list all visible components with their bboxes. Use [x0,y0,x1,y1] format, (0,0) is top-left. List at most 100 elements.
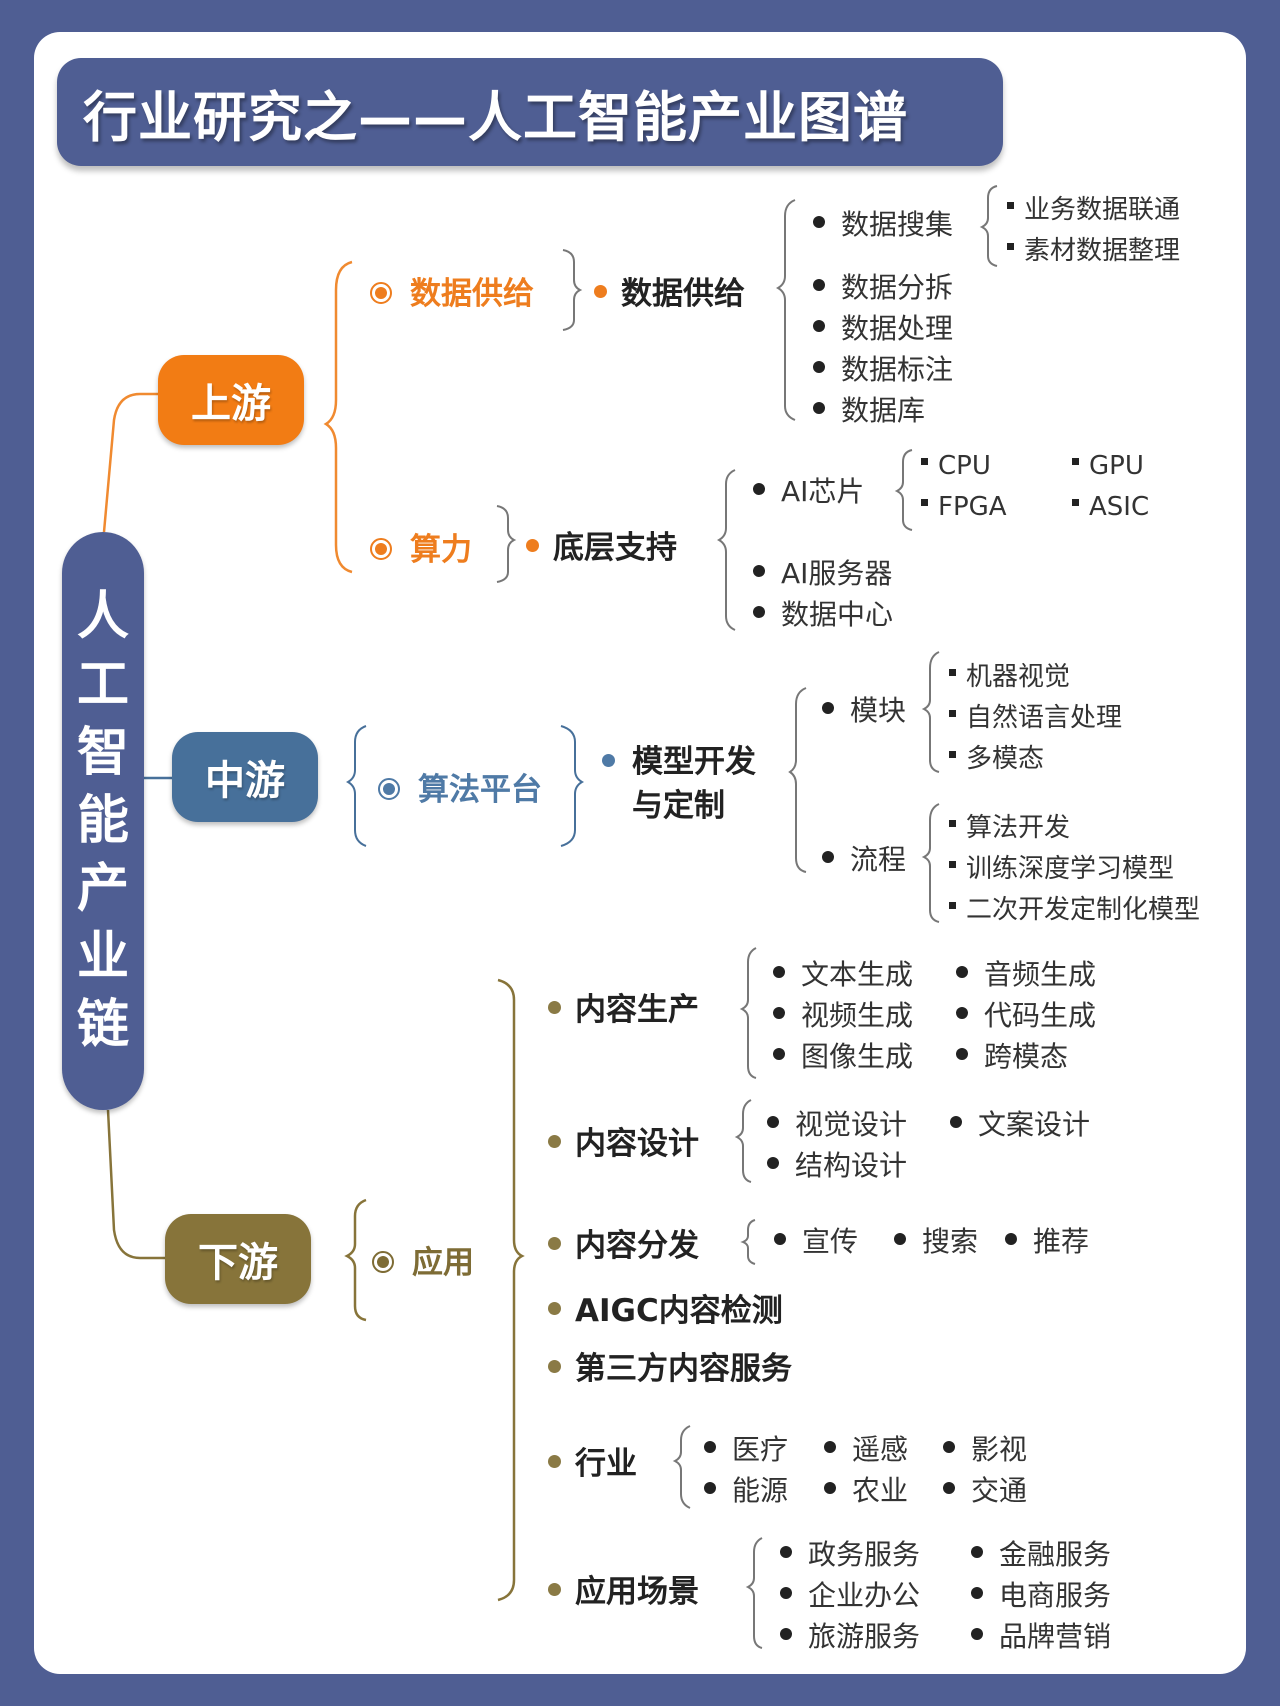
root-char: 链 [76,995,129,1055]
bullet-dot-icon [548,1001,561,1014]
sub-item: 宣传 [774,1220,858,1260]
bullet-dot-icon [1005,1233,1017,1245]
node-data-supply: 数据供给 [594,268,745,313]
bullet-dot-icon [813,361,825,373]
sub-item: 政务服务 [780,1533,920,1573]
bullet-dot-icon [813,279,825,291]
node-model-dev-customization: 模型开发 与定制 [602,740,756,828]
item-data-labeling: 数据标注 [813,348,953,388]
square-bullet-icon [921,458,928,465]
sub-item: 搜索 [894,1220,978,1260]
sub-item: 交通 [943,1469,1027,1509]
bullet-dot-icon [704,1482,716,1494]
bullet-dot-icon [774,1233,786,1245]
sub-item: 机器视觉 [949,656,1070,693]
bullet-dot-icon [956,966,968,978]
sub-item: 自然语言处理 [949,697,1122,734]
bullet-dot-icon [773,1048,785,1060]
branch-algorithm-platform: 算法平台 [378,764,542,809]
sub-item: 结构设计 [767,1144,907,1184]
sub-item: 企业办公 [780,1574,920,1614]
bullet-dot-icon [822,702,834,714]
sub-item: 能源 [704,1469,788,1509]
content-card [34,32,1246,1674]
bullet-dot-icon [780,1546,792,1558]
stage-downstream: 下游 [165,1214,311,1304]
square-bullet-icon [949,820,956,827]
bullet-dot-icon [773,966,785,978]
item-database: 数据库 [813,389,925,429]
app-content-production: 内容生产 [548,984,699,1029]
sub-item: 遥感 [824,1428,908,1468]
bullet-dot-icon [943,1441,955,1453]
sub-item: 文案设计 [950,1103,1090,1143]
root-node-ai-industry-chain: 人 工 智 能 产 业 链 [62,532,144,1110]
sub-item: 训练深度学习模型 [949,848,1174,885]
item-ai-chip: AI芯片 [753,470,864,510]
sub-item: 影视 [943,1428,1027,1468]
app-industry: 行业 [548,1438,637,1483]
bullet-dot-icon [813,320,825,332]
ring-bullet-icon [378,777,400,800]
sub-item: 算法开发 [949,807,1070,844]
bullet-dot-icon [813,216,825,228]
sub-item: 推荐 [1005,1220,1089,1260]
bullet-dot-icon [894,1233,906,1245]
sub-item: 文本生成 [773,953,913,993]
item-process: 流程 [822,838,906,878]
branch-data-supply: 数据供给 [370,268,534,313]
sub-item: 代码生成 [956,994,1096,1034]
square-bullet-icon [1072,499,1079,506]
root-char: 业 [76,927,129,987]
root-char: 人 [76,587,129,647]
root-char: 智 [76,723,129,783]
bullet-dot-icon [753,606,765,618]
ring-bullet-icon [372,1250,394,1273]
bullet-dot-icon [824,1441,836,1453]
bullet-dot-icon [548,1135,561,1148]
page-title: 行业研究之——人工智能产业图谱 [57,58,1003,166]
item-data-center: 数据中心 [753,593,893,633]
bullet-dot-icon [767,1116,779,1128]
bullet-dot-icon [943,1482,955,1494]
bullet-dot-icon [956,1007,968,1019]
sub-item: 素材数据整理 [1007,230,1180,267]
sub-item: 业务数据联通 [1007,189,1180,226]
sub-item: 视觉设计 [767,1103,907,1143]
sub-item: 电商服务 [971,1574,1111,1614]
ring-bullet-icon [370,537,392,560]
item-data-processing: 数据处理 [813,307,953,347]
stage-midstream: 中游 [172,732,318,822]
bullet-dot-icon [548,1455,561,1468]
bullet-dot-icon [704,1441,716,1453]
bullet-dot-icon [526,539,539,552]
item-ai-server: AI服务器 [753,552,892,592]
item-modules: 模块 [822,689,906,729]
app-content-design: 内容设计 [548,1118,699,1163]
app-content-distribution: 内容分发 [548,1220,699,1265]
bullet-dot-icon [971,1628,983,1640]
bullet-dot-icon [824,1482,836,1494]
app-scenarios: 应用场景 [548,1566,699,1611]
root-char: 工 [76,655,129,715]
bullet-dot-icon [780,1587,792,1599]
bullet-dot-icon [950,1116,962,1128]
sub-item: 金融服务 [971,1533,1111,1573]
bullet-dot-icon [753,565,765,577]
item-data-split: 数据分拆 [813,266,953,306]
bullet-dot-icon [956,1048,968,1060]
square-bullet-icon [949,751,956,758]
sub-item: 医疗 [704,1428,788,1468]
app-aigc-detection: AIGC内容检测 [548,1285,783,1330]
square-bullet-icon [921,499,928,506]
square-bullet-icon [949,710,956,717]
bullet-dot-icon [971,1587,983,1599]
sub-item: CPU [921,451,991,481]
bullet-dot-icon [548,1583,561,1596]
bullet-dot-icon [753,483,765,495]
branch-computing-power: 算力 [370,524,472,569]
item-data-collection: 数据搜集 [813,203,953,243]
sub-item: 农业 [824,1469,908,1509]
sub-item: GPU [1072,451,1144,481]
